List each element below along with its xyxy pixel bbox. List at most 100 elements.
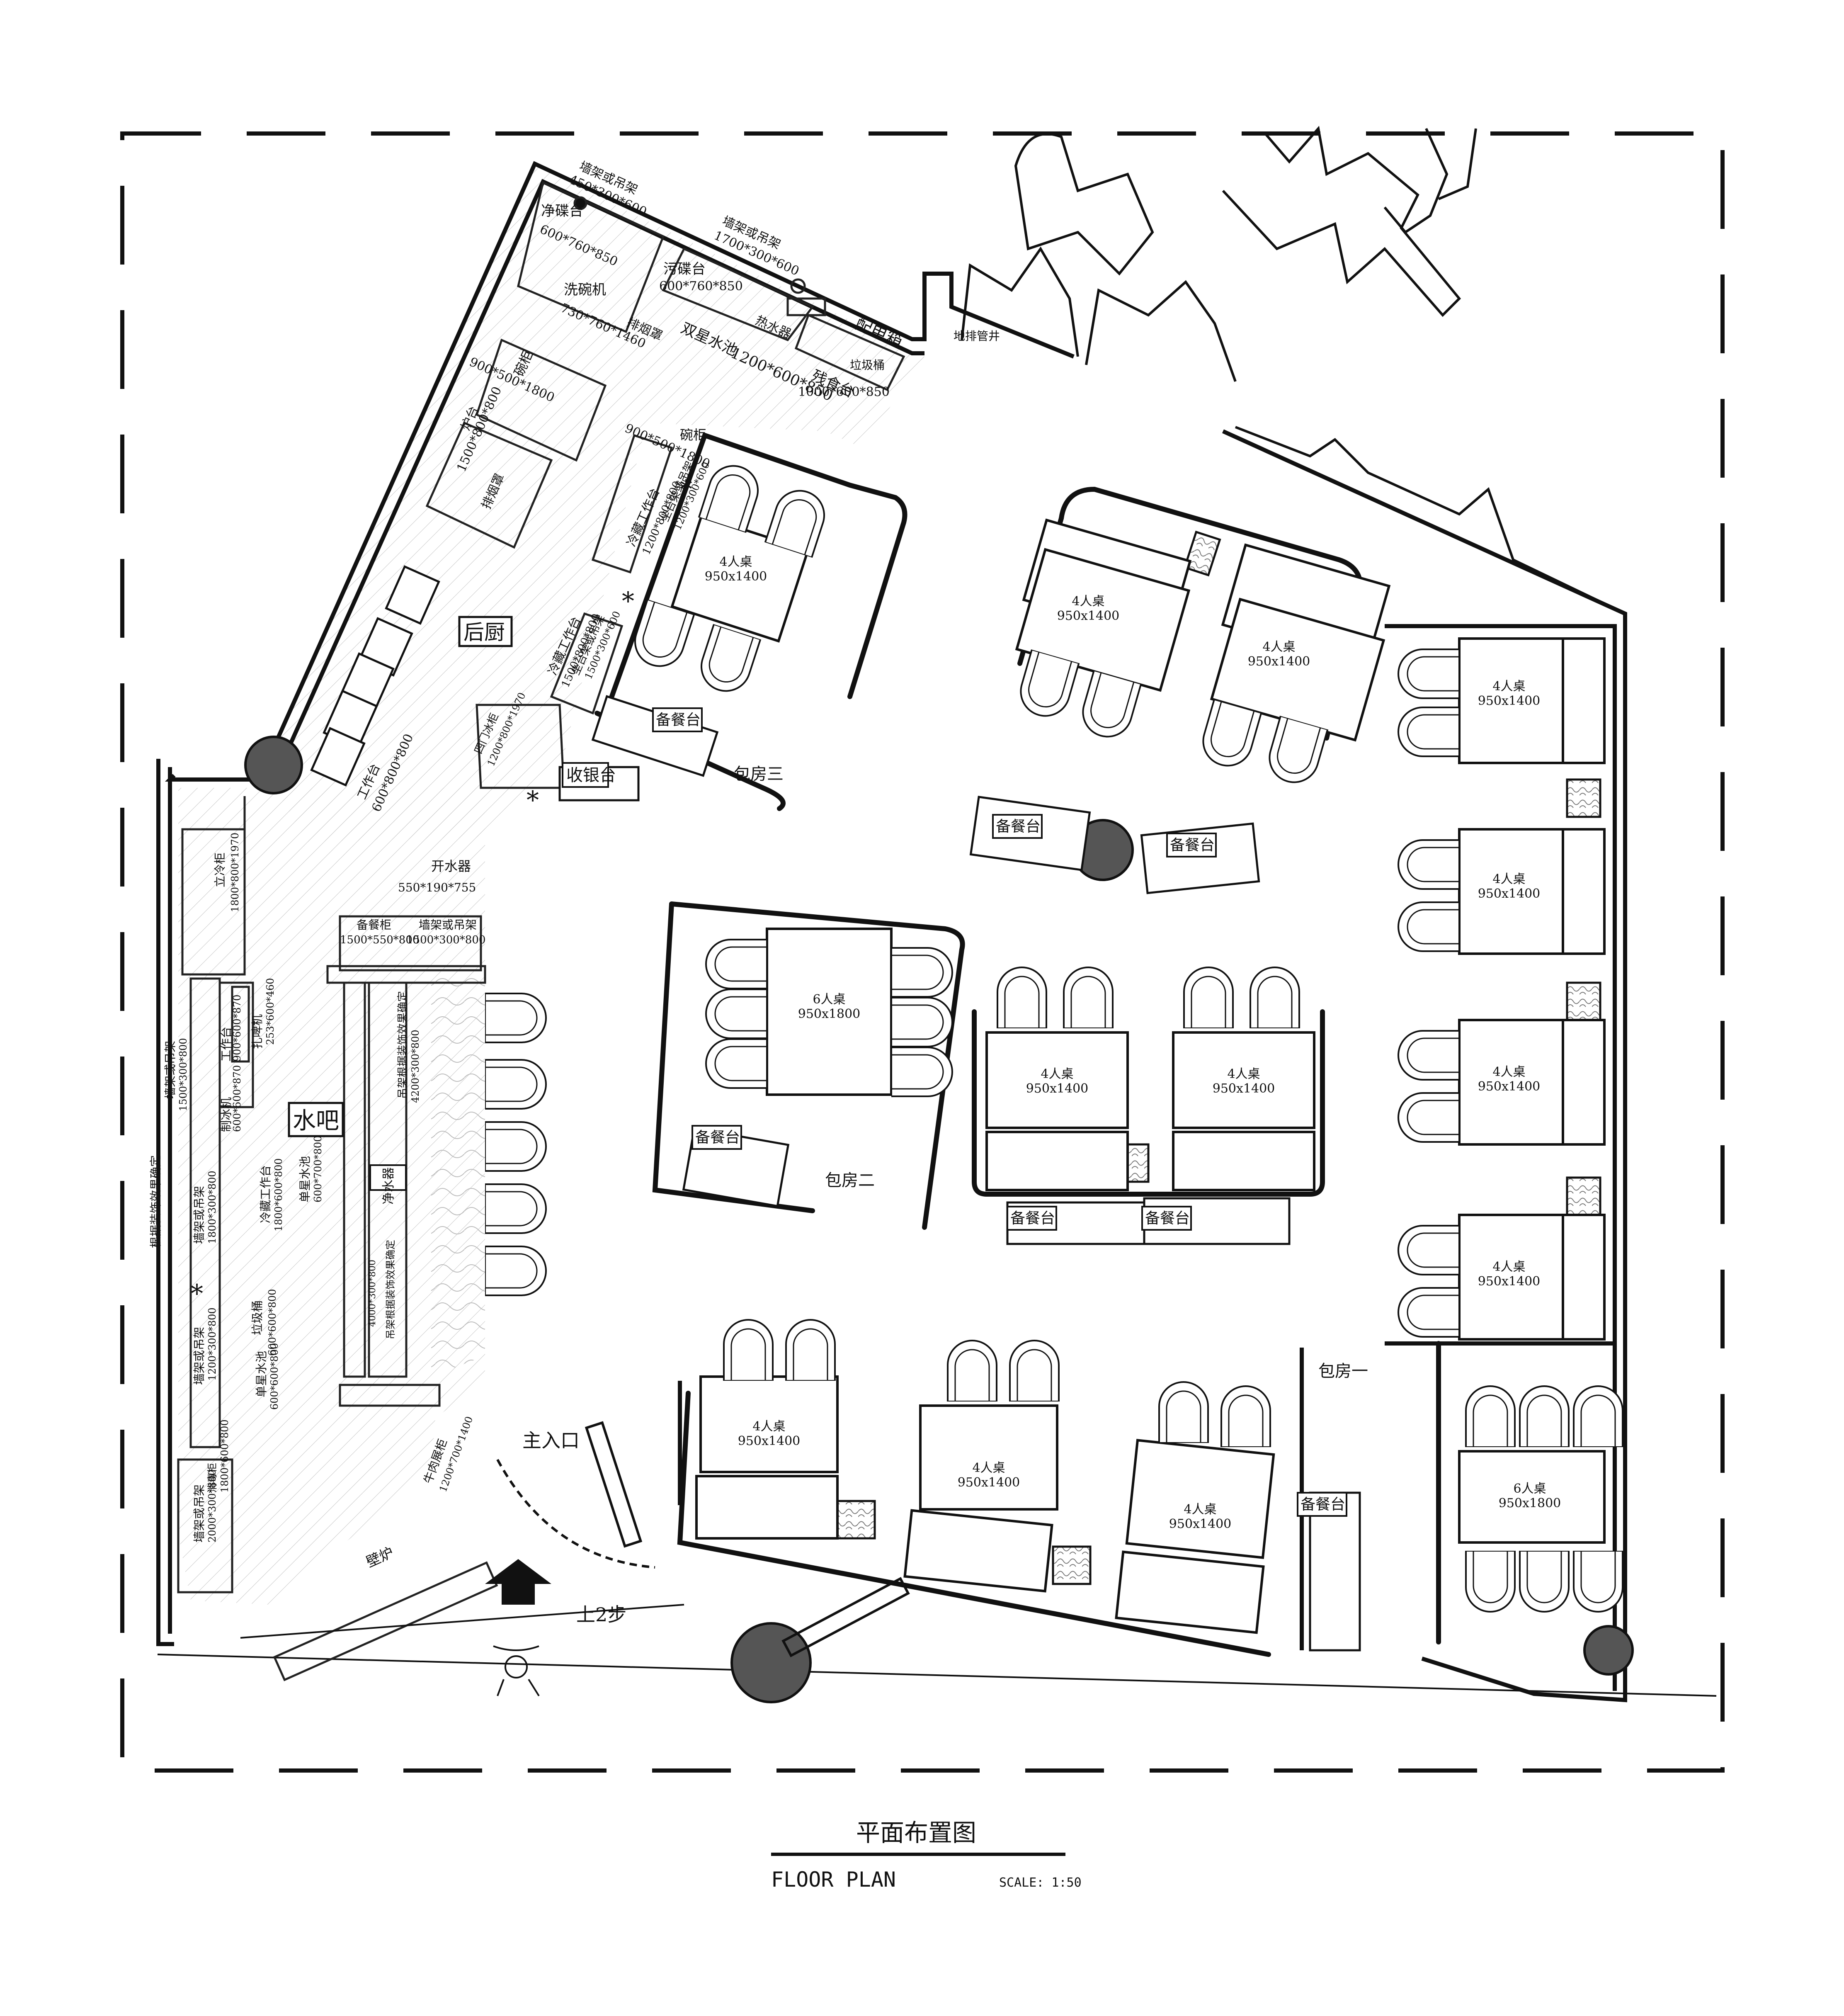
bar-item: 单星水池 (255, 1351, 268, 1397)
bar-item: 备餐柜 (357, 918, 391, 932)
bar-item-size: 1500*300*800 (177, 1038, 189, 1111)
column-southeast (1583, 1625, 1634, 1676)
bar-item: 开水器 (431, 858, 471, 874)
bar-item-size: 1500*300*800 (406, 934, 485, 946)
water-purifier: 净水器 (381, 1167, 396, 1205)
fireplace-label: 壁炉 (364, 1544, 396, 1571)
bar-item-size: 550*190*755 (398, 881, 476, 894)
bar-labels: 立冷柜 1800*800*1970 开水器 550*190*755 备餐柜 15… (149, 833, 485, 1542)
table-type: 4人桌 (1492, 1260, 1525, 1274)
plan-boundary (120, 131, 1725, 1773)
table-type: 4人桌 (1492, 872, 1525, 887)
table-size: 950x1800 (1499, 1496, 1561, 1511)
column-kitchen (244, 736, 303, 794)
bar-stools[interactable] (485, 993, 547, 1296)
table-type: 4人桌 (752, 1419, 785, 1434)
bar-item: 扎啤机 (250, 1014, 264, 1049)
bar-item-size: 4200*300*800 (410, 1030, 421, 1103)
bar-item-size: 600*600*870 (231, 1065, 243, 1132)
bar-item: 墙架或吊架 (192, 1327, 206, 1385)
service-label: 备餐台 (1010, 1210, 1055, 1227)
center-booth-tables[interactable] (985, 967, 1315, 1191)
table-type: 4人桌 (1262, 640, 1295, 654)
kitchen-item: 污碟台 (663, 261, 706, 277)
bar-item-size: 4000*300*800 (367, 1260, 378, 1327)
svg-text:*: * (680, 475, 692, 504)
table-4 (670, 514, 810, 643)
bar-item: 垃圾桶 (250, 1300, 264, 1335)
bar-item: 吊架根据装饰效果确定 (385, 1240, 396, 1339)
person-icon (493, 1645, 540, 1697)
bar-item-size: 600*700*800 (312, 1136, 324, 1202)
bar-item-size: 2000*300*800 (206, 1469, 218, 1542)
drawing-title: 平面布置图 (856, 1819, 976, 1847)
table-type: 4人桌 (1041, 1067, 1073, 1081)
bar-item: 消毒柜 (206, 1463, 218, 1493)
room-three-tables[interactable] (628, 459, 832, 698)
south-booth-tables[interactable] (695, 1320, 1275, 1634)
room-one-label: 包房一 (1318, 1362, 1368, 1381)
kitchen-item: 净碟台 (541, 203, 583, 219)
table-type: 6人桌 (1513, 1482, 1546, 1496)
kitchen-item: 碗柜 (680, 427, 706, 443)
bar-item-size: 1200*300*800 (206, 1307, 218, 1381)
structural-columns (244, 736, 1634, 1703)
bar-item-size: 1800*800*1970 (229, 833, 241, 912)
bar-counter-finish (431, 974, 485, 1377)
service-label: 备餐台 (1170, 837, 1215, 854)
svg-text:*: * (527, 786, 539, 815)
range-hoods[interactable] (310, 565, 440, 787)
table-size: 950x1400 (1478, 694, 1541, 708)
table-type: 4人桌 (1492, 679, 1525, 694)
service-labels: 备餐台 备餐台 备餐台 备餐台 备餐台 备餐台 备餐台 (652, 707, 1347, 1517)
table-size: 950x1400 (958, 1475, 1020, 1490)
table-size: 950x1400 (738, 1434, 801, 1448)
kitchen-floor (265, 166, 924, 842)
table-size: 950x1400 (1478, 1079, 1541, 1094)
service-label: 备餐台 (1145, 1210, 1190, 1227)
kitchen-item-size: 1000*600*850 (798, 385, 890, 399)
cashier-label: 收银台 (566, 766, 616, 785)
service-label: 备餐台 (656, 712, 701, 729)
svg-text:*: * (191, 1279, 203, 1308)
table-size: 950x1400 (1478, 887, 1541, 901)
exterior-fence (961, 126, 1618, 611)
room-two-tables[interactable] (706, 928, 952, 1096)
table-type: 4人桌 (1227, 1067, 1260, 1081)
kitchen-item: 垃圾桶 (850, 358, 885, 372)
bar-item-size: 1800*300*800 (206, 1171, 218, 1244)
kitchen-title: 后厨 (463, 620, 505, 644)
bar-item: 冷藏工作台 (259, 1165, 272, 1223)
table-type: 4人桌 (719, 555, 752, 569)
drawing-subtitle: FLOOR PLAN (771, 1868, 896, 1892)
bar-item-size: 600*600*800 (269, 1343, 280, 1410)
table-type: 4人桌 (1492, 1065, 1525, 1079)
room-one-tables[interactable] (1398, 637, 1623, 1612)
table-size: 950x1400 (1248, 654, 1310, 669)
area-labels: 包房三 包房二 包房一 主入口 上2步 壁炉 (364, 765, 1368, 1626)
bar-item: 工作台 (219, 1027, 233, 1061)
bar-item-size: 253*600*460 (264, 978, 276, 1045)
room-two-label: 包房二 (825, 1171, 875, 1190)
bar-item: 单星水池 (298, 1156, 312, 1202)
bar-item: 制冰机 (219, 1097, 233, 1132)
bar-item: 根据装饰效果确定 (149, 1155, 163, 1248)
bar-item-size: 1500*550*800 (340, 934, 419, 946)
table-type: 6人桌 (813, 992, 845, 1007)
table-size: 950x1400 (1213, 1081, 1275, 1096)
table-size: 950x1800 (798, 1007, 861, 1021)
table-type: 4人桌 (1184, 1502, 1216, 1517)
table-type: 4人桌 (1072, 594, 1104, 609)
service-label: 备餐台 (996, 818, 1041, 835)
north-tables[interactable] (1014, 518, 1391, 789)
kitchen-item: 洗碗机 (564, 282, 606, 298)
service-label: 备餐台 (695, 1129, 740, 1146)
table-size: 950x1400 (705, 569, 767, 584)
kitchen-item-size: 600*760*850 (659, 279, 743, 294)
entrance-arrow-icon (485, 1559, 551, 1605)
table-size: 950x1400 (1026, 1081, 1089, 1096)
bar-item: 墙架或吊架 (419, 918, 477, 932)
bar-floor (178, 788, 485, 1605)
